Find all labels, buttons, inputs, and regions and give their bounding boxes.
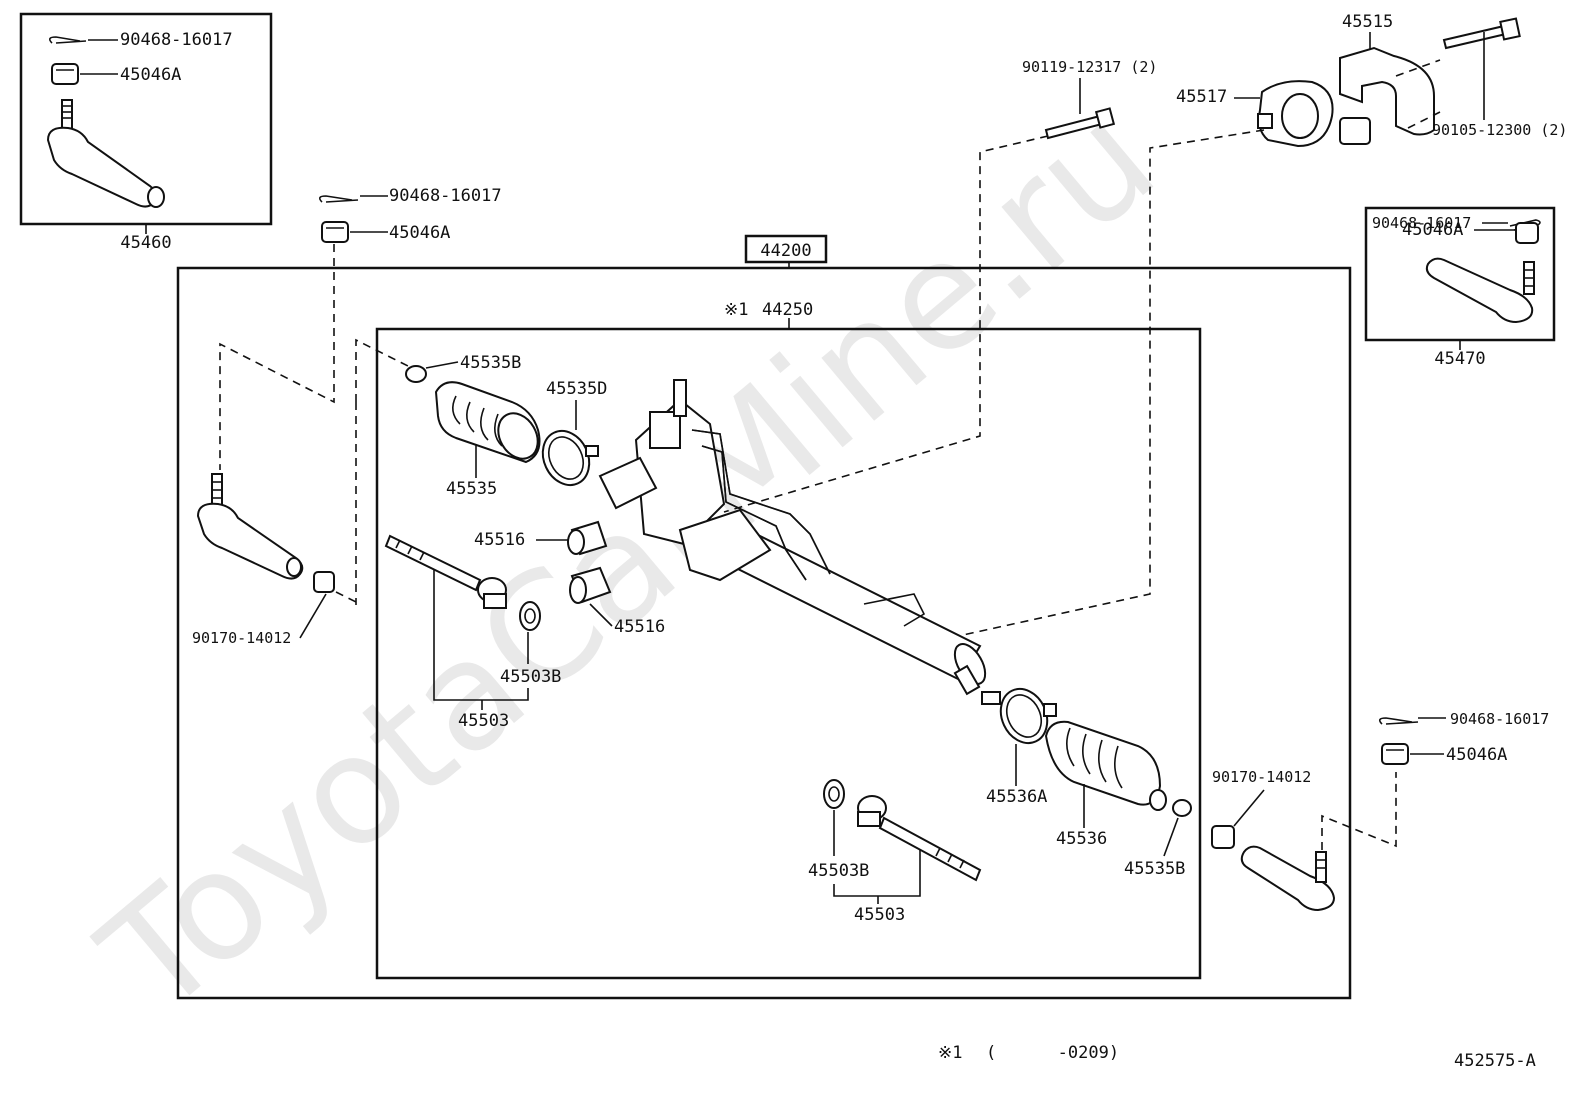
- boot-right-icon: [1044, 720, 1167, 811]
- bracket-icon: [1339, 46, 1435, 145]
- tie-rod-end-right-icon: [1240, 845, 1336, 912]
- grommet-icon: [1257, 80, 1334, 148]
- clip-left-icon: [405, 365, 427, 383]
- clamp-left-icon: [541, 429, 599, 487]
- label-nut-right[interactable]: 45046A: [1446, 745, 1507, 765]
- cotter-pin-icon: [48, 36, 87, 44]
- tie-rod-end-left-icon: [196, 473, 304, 580]
- rack-housing-icon: [598, 379, 1001, 705]
- label-bushing-upper[interactable]: 45516: [474, 530, 525, 550]
- bushing-upper-icon: [567, 520, 608, 556]
- inset-right-cotter-label[interactable]: 90468-16017: [1372, 214, 1471, 232]
- inset-right: 90468-16017 45046A 45470: [1364, 206, 1556, 369]
- label-clamp-left[interactable]: 45535D: [546, 379, 607, 399]
- castle-nut-icon: [51, 63, 79, 85]
- label-bolt-top[interactable]: 90119-12317 (2): [1022, 58, 1157, 76]
- label-lock-nut-left[interactable]: 90170-14012: [192, 629, 291, 647]
- label-boot-left[interactable]: 45535: [446, 479, 497, 499]
- svg-text:( -0209): ( -0209): [986, 1043, 1119, 1063]
- label-rack-end-right[interactable]: 45503: [854, 905, 905, 925]
- label-cotter-pin-right[interactable]: 90468-16017: [1450, 710, 1549, 728]
- cotter-pin-icon: [318, 195, 359, 203]
- inset-left: 90468-16017 45046A 45460: [19, 12, 273, 253]
- footnote: ※1 ( -0209): [938, 1043, 1119, 1063]
- tie-rod-end-icon: [1425, 257, 1535, 324]
- inset-right-nut-label[interactable]: 45046A: [1402, 220, 1463, 240]
- label-claw-washer-left[interactable]: 45503B: [500, 667, 561, 687]
- main-part-number[interactable]: 44200: [744, 234, 828, 264]
- label-nut-left[interactable]: 45046A: [389, 223, 450, 243]
- svg-text:※1: ※1: [724, 300, 748, 320]
- bolt-right-icon: [1442, 17, 1521, 50]
- claw-washer-left-icon: [519, 601, 541, 631]
- assembly-frame-44200: [176, 266, 1352, 1000]
- inset-right-part-label[interactable]: 45470: [1434, 349, 1485, 369]
- svg-text:44200: 44200: [760, 241, 811, 261]
- label-boot-right[interactable]: 45536: [1056, 829, 1107, 849]
- castle-nut-icon: [1381, 743, 1409, 765]
- boot-left-icon: [434, 381, 541, 464]
- lock-nut-right-icon: [1211, 825, 1235, 849]
- tie-rod-end-icon: [46, 99, 165, 208]
- bushing-lower-icon: [569, 566, 612, 604]
- label-cotter-pin-left[interactable]: 90468-16017: [389, 186, 502, 206]
- rack-end-left-icon: [384, 534, 507, 609]
- inset-left-cotter-label[interactable]: 90468-16017: [120, 30, 233, 50]
- svg-text:44250: 44250: [762, 300, 813, 320]
- label-grommet[interactable]: 45517: [1176, 87, 1227, 107]
- lock-nut-left-icon: [313, 571, 335, 593]
- castle-nut-icon: [1515, 222, 1539, 244]
- label-bushing-lower[interactable]: 45516: [614, 617, 665, 637]
- inset-left-part-label[interactable]: 45460: [120, 233, 171, 253]
- cotter-pin-icon: [1378, 717, 1419, 725]
- bolt-top-icon: [1044, 107, 1116, 140]
- svg-text:※1: ※1: [938, 1043, 962, 1063]
- watermark-text: ToyotaCarMine.ru: [71, 72, 1187, 1048]
- castle-nut-icon: [321, 221, 349, 243]
- clamp-right-icon: [999, 687, 1057, 745]
- inset-left-nut-label[interactable]: 45046A: [120, 65, 181, 85]
- sub-part-number[interactable]: ※1 44250: [724, 300, 813, 320]
- label-claw-washer-right[interactable]: 45503B: [808, 861, 869, 881]
- label-lock-nut-right[interactable]: 90170-14012: [1212, 768, 1311, 786]
- diagram-code: 452575-A: [1454, 1051, 1536, 1071]
- label-clamp-right[interactable]: 45536A: [986, 787, 1047, 807]
- claw-washer-right-icon: [823, 779, 845, 809]
- clip-right-icon: [1172, 799, 1192, 817]
- label-bracket[interactable]: 45515: [1342, 12, 1393, 32]
- label-clip-right[interactable]: 45535B: [1124, 859, 1185, 879]
- label-bolt-right[interactable]: 90105-12300 (2): [1432, 121, 1567, 139]
- rack-end-right-icon: [857, 795, 982, 882]
- label-clip-left[interactable]: 45535B: [460, 353, 521, 373]
- label-rack-end-left[interactable]: 45503: [458, 711, 509, 731]
